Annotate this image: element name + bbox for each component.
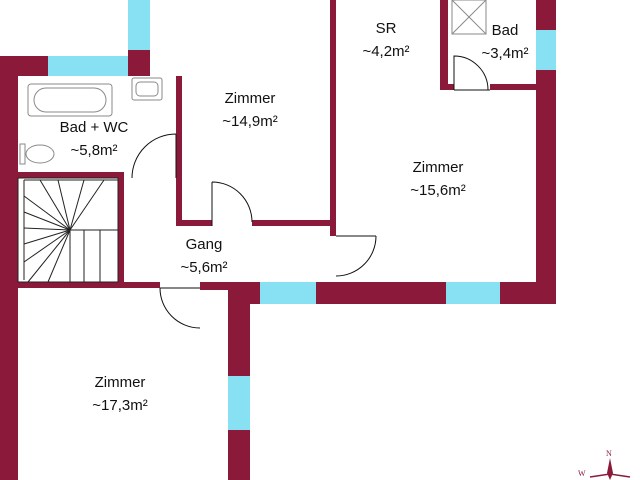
door-swing	[453, 55, 490, 91]
room-area: ~17,3m²	[92, 397, 148, 414]
door-swing	[335, 235, 377, 277]
room-label-zimmer-1: Zimmer ~14,9m²	[200, 87, 300, 133]
room-name: Zimmer	[412, 159, 464, 176]
shower-icon	[451, 0, 487, 35]
room-name: SR	[375, 20, 397, 37]
sink-icon	[131, 77, 163, 101]
window	[260, 282, 316, 304]
door-swing	[159, 287, 201, 329]
compass-bar	[589, 473, 631, 478]
room-name: Bad	[491, 22, 519, 39]
staircase	[17, 177, 119, 283]
bathtub-icon	[27, 83, 113, 117]
compass-west-label: W	[578, 469, 586, 478]
room-label-bad: Bad ~3,4m²	[470, 19, 540, 65]
window	[48, 56, 128, 76]
windows	[48, 0, 556, 430]
room-label-bad-wc: Bad + WC ~5,8m²	[44, 116, 144, 162]
window	[446, 282, 500, 304]
window	[228, 376, 250, 430]
window	[536, 30, 556, 70]
compass-needle	[607, 458, 613, 480]
door-swing	[131, 133, 177, 179]
room-area: ~3,4m²	[481, 45, 529, 62]
room-name: Zimmer	[224, 90, 276, 107]
walls	[0, 0, 556, 480]
compass-north-label: N	[606, 449, 612, 458]
room-label-sr: SR ~4,2m²	[348, 17, 424, 63]
room-area: ~14,9m²	[222, 113, 278, 130]
compass-rose: N W	[578, 449, 631, 480]
room-name: Zimmer	[94, 374, 146, 391]
room-name: Gang	[185, 236, 223, 253]
room-label-zimmer-3: Zimmer ~17,3m²	[70, 371, 170, 417]
toilet-icon	[19, 143, 55, 165]
room-area: ~15,6m²	[410, 182, 466, 199]
door-swing	[211, 181, 253, 226]
room-area: ~5,8m²	[70, 142, 118, 159]
room-name: Bad + WC	[59, 119, 129, 136]
window	[128, 0, 150, 50]
room-label-gang: Gang ~5,6m²	[164, 233, 244, 279]
doors	[131, 55, 490, 329]
room-area: ~4,2m²	[362, 43, 410, 60]
room-label-zimmer-2: Zimmer ~15,6m²	[388, 156, 488, 202]
room-area: ~5,6m²	[180, 259, 228, 276]
